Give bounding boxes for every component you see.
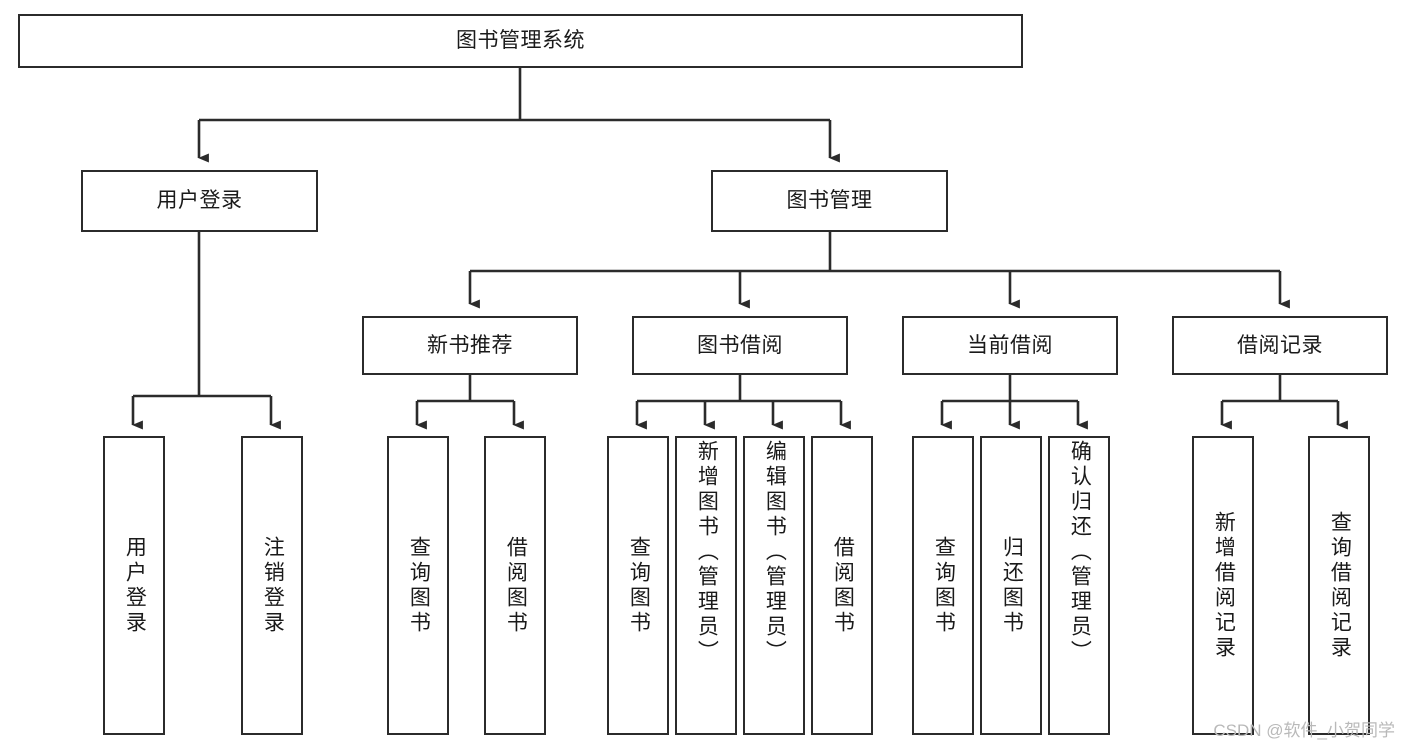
node-leaf-user-login[interactable]: 用户登录 bbox=[103, 436, 165, 735]
node-leaf-edit-book-label: 编辑图书（管理员） bbox=[763, 440, 787, 665]
node-leaf-query-book-3-label: 查询图书 bbox=[932, 535, 956, 636]
node-user-login[interactable]: 用户登录 bbox=[81, 170, 318, 232]
node-leaf-add-book[interactable]: 新增图书（管理员） bbox=[675, 436, 737, 735]
edge-group-book-borrow bbox=[635, 375, 851, 430]
node-current-borrow-label: 当前借阅 bbox=[967, 333, 1053, 357]
node-leaf-query-book-2[interactable]: 查询图书 bbox=[607, 436, 669, 735]
node-leaf-query-record-label: 查询借阅记录 bbox=[1328, 510, 1352, 661]
node-leaf-query-book-2-label: 查询图书 bbox=[627, 535, 651, 636]
edge-group-root bbox=[197, 68, 840, 163]
node-leaf-confirm-return[interactable]: 确认归还（管理员） bbox=[1048, 436, 1110, 735]
node-new-book-recommend-label: 新书推荐 bbox=[427, 333, 513, 357]
node-root[interactable]: 图书管理系统 bbox=[18, 14, 1023, 68]
node-leaf-borrow-book-1[interactable]: 借阅图书 bbox=[484, 436, 546, 735]
edge-group-user-login bbox=[131, 232, 281, 430]
node-leaf-query-book-1[interactable]: 查询图书 bbox=[387, 436, 449, 735]
node-leaf-add-record[interactable]: 新增借阅记录 bbox=[1192, 436, 1254, 735]
edge-group-current-borrow bbox=[940, 375, 1088, 430]
node-borrow-record[interactable]: 借阅记录 bbox=[1172, 316, 1388, 375]
node-book-management[interactable]: 图书管理 bbox=[711, 170, 948, 232]
edge-group-borrow-record bbox=[1220, 375, 1348, 430]
node-user-login-label: 用户登录 bbox=[156, 189, 243, 213]
node-leaf-query-book-3[interactable]: 查询图书 bbox=[912, 436, 974, 735]
node-book-management-label: 图书管理 bbox=[786, 189, 873, 213]
node-book-borrow-label: 图书借阅 bbox=[697, 333, 783, 357]
node-current-borrow[interactable]: 当前借阅 bbox=[902, 316, 1118, 375]
edge-group-book-management bbox=[468, 232, 1290, 309]
node-leaf-borrow-book-1-label: 借阅图书 bbox=[504, 535, 528, 636]
node-leaf-query-record[interactable]: 查询借阅记录 bbox=[1308, 436, 1370, 735]
node-root-label: 图书管理系统 bbox=[456, 29, 585, 53]
node-leaf-user-login-label: 用户登录 bbox=[123, 535, 147, 636]
node-leaf-add-book-label: 新增图书（管理员） bbox=[695, 440, 719, 665]
node-leaf-user-logout-label: 注销登录 bbox=[261, 535, 285, 636]
node-leaf-add-record-label: 新增借阅记录 bbox=[1212, 510, 1236, 661]
node-leaf-user-logout[interactable]: 注销登录 bbox=[241, 436, 303, 735]
node-book-borrow[interactable]: 图书借阅 bbox=[632, 316, 848, 375]
node-leaf-confirm-return-label: 确认归还（管理员） bbox=[1068, 440, 1092, 665]
node-leaf-edit-book[interactable]: 编辑图书（管理员） bbox=[743, 436, 805, 735]
node-borrow-record-label: 借阅记录 bbox=[1237, 333, 1323, 357]
node-leaf-return-book-label: 归还图书 bbox=[1000, 535, 1024, 636]
node-new-book-recommend[interactable]: 新书推荐 bbox=[362, 316, 578, 375]
node-leaf-return-book[interactable]: 归还图书 bbox=[980, 436, 1042, 735]
node-leaf-borrow-book-2-label: 借阅图书 bbox=[831, 535, 855, 636]
node-leaf-borrow-book-2[interactable]: 借阅图书 bbox=[811, 436, 873, 735]
edge-group-new-book-recommend bbox=[415, 375, 524, 430]
node-leaf-query-book-1-label: 查询图书 bbox=[407, 535, 431, 636]
